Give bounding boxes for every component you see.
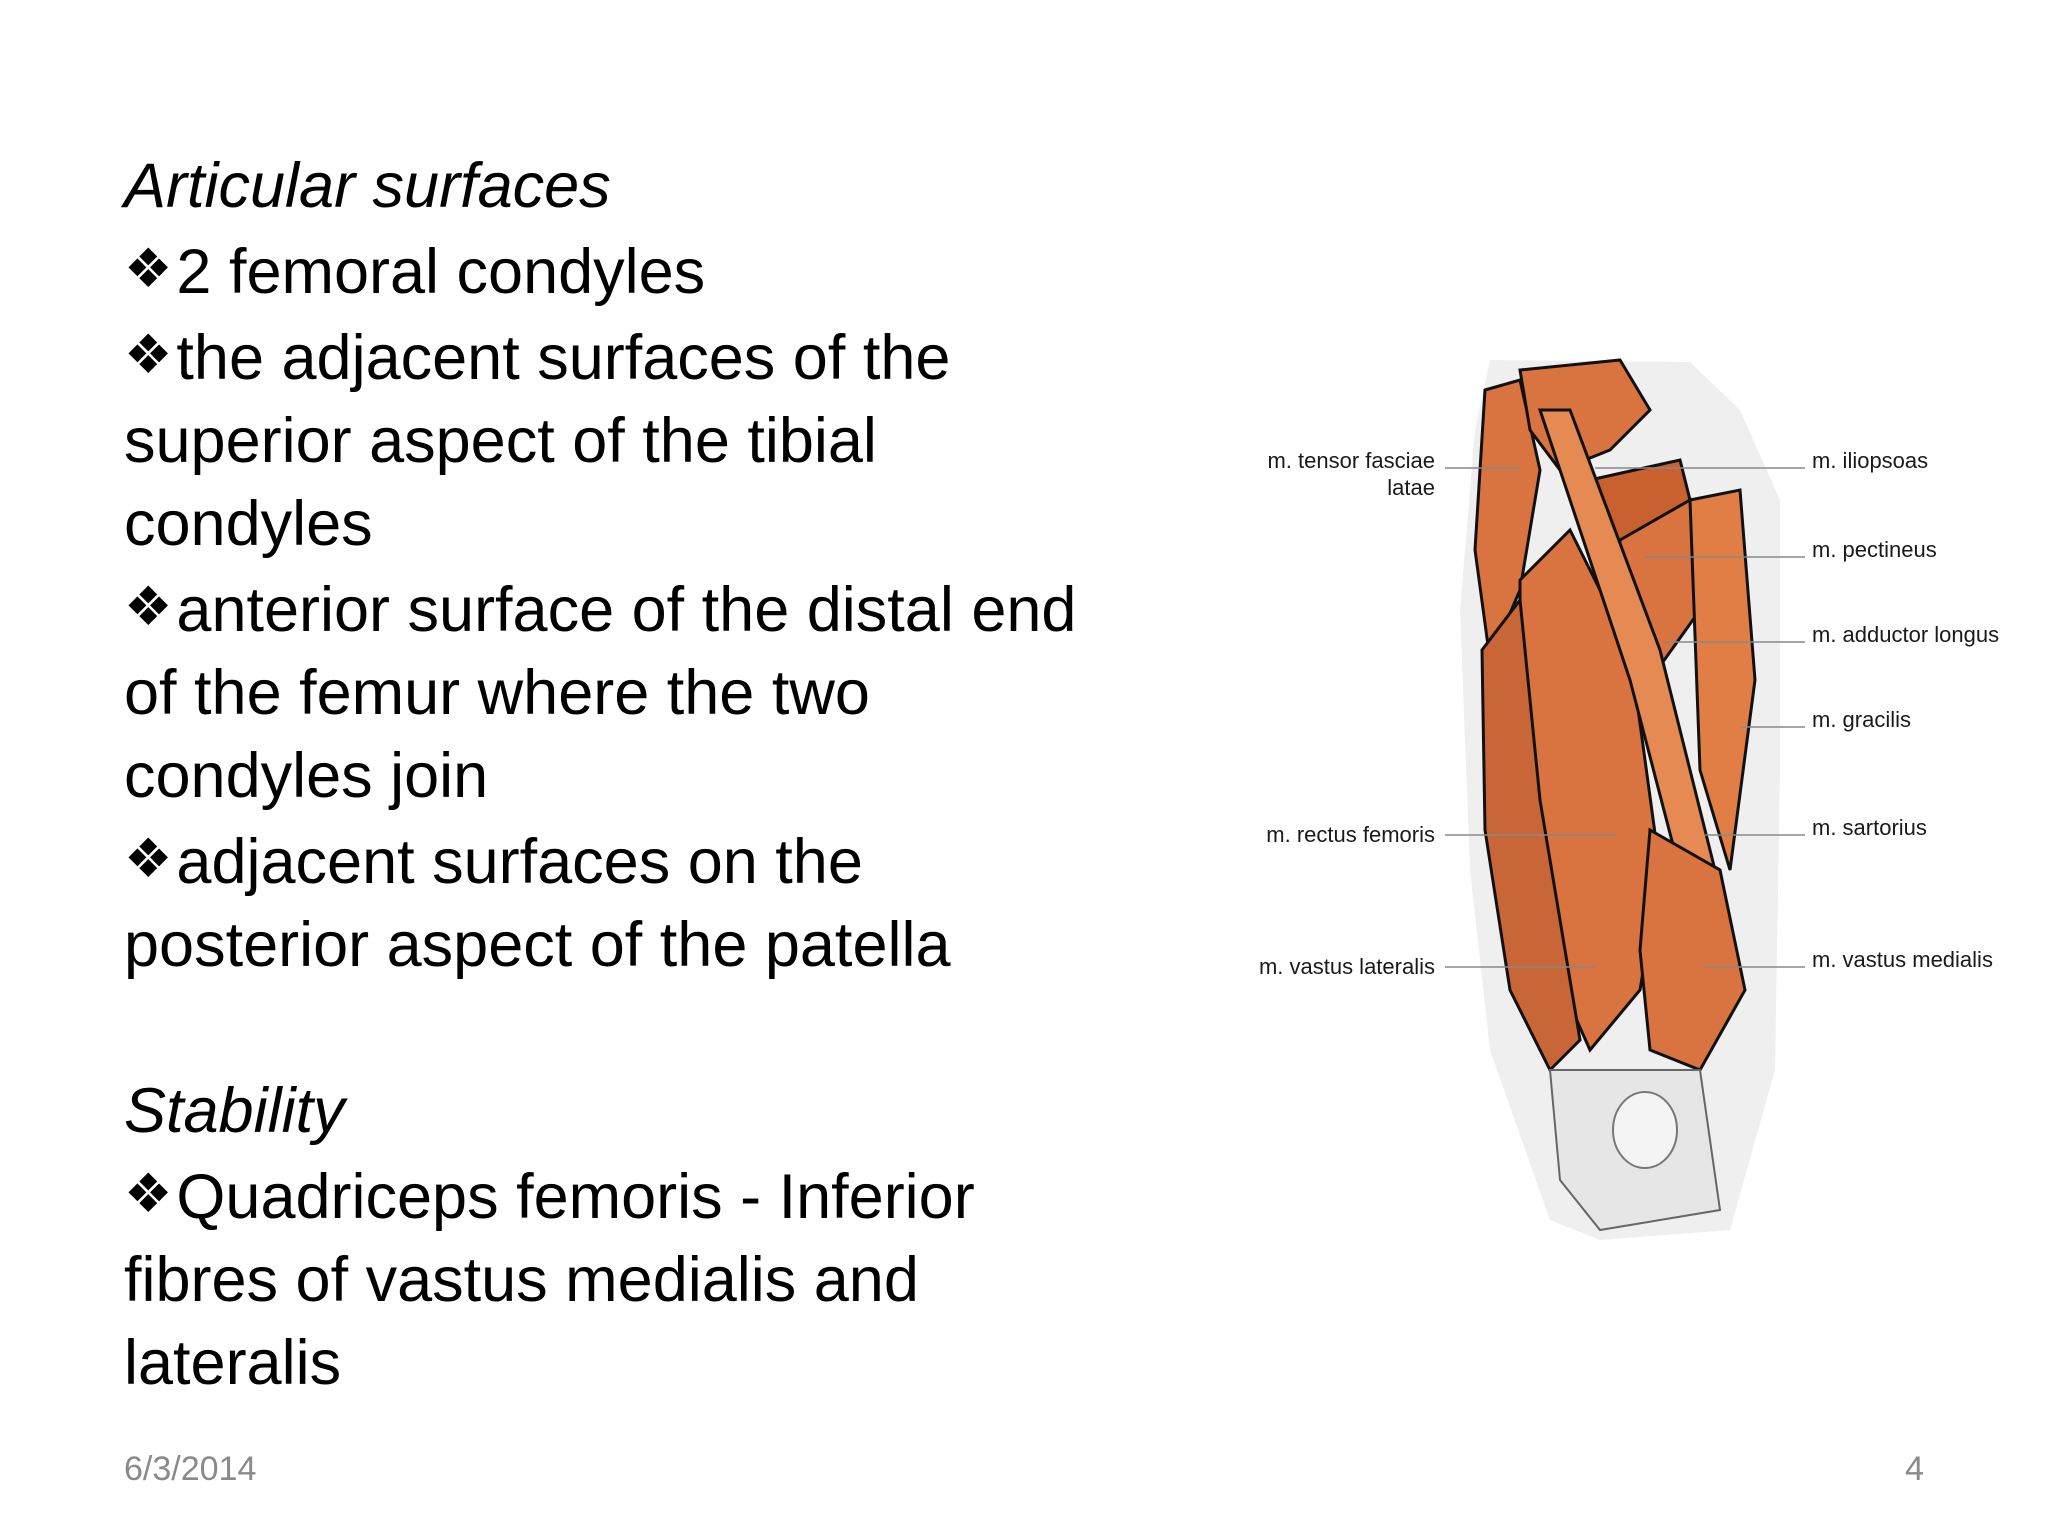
diamond-bullet-icon: ❖	[124, 325, 173, 385]
label-sartorius: m. sartorius	[1812, 815, 1927, 840]
label-adductor-longus: m. adductor longus	[1812, 622, 1999, 647]
section-heading-articular: Articular surfaces	[124, 151, 611, 221]
patella	[1612, 1091, 1678, 1169]
thigh-anatomy-svg: m. tensor fasciae latae m. rectus femori…	[1259, 358, 1999, 1240]
label-tensor-fasciae-latae-line1: m. tensor fasciae	[1267, 448, 1435, 473]
bullet-item: ❖2 femoral condyles	[124, 228, 1184, 314]
thigh-muscle-illustration: m. tensor fasciae latae m. rectus femori…	[1220, 350, 2048, 1250]
bullet-item: ❖adjacent surfaces on the posterior aspe…	[124, 818, 1184, 987]
label-vastus-lateralis: m. vastus lateralis	[1259, 954, 1435, 979]
diamond-bullet-icon: ❖	[124, 829, 173, 889]
label-tensor-fasciae-latae-line2: latae	[1387, 475, 1435, 500]
label-rectus-femoris: m. rectus femoris	[1266, 822, 1435, 847]
label-pectineus: m. pectineus	[1812, 537, 1937, 562]
label-vastus-medialis: m. vastus medialis	[1812, 947, 1993, 972]
spacer	[124, 987, 1184, 1070]
page-number: 4	[1905, 1450, 1924, 1488]
diamond-bullet-icon: ❖	[124, 1164, 173, 1224]
section-heading-stability: Stability	[124, 1076, 345, 1146]
muscle-gracilis	[1688, 488, 1757, 871]
diamond-bullet-icon: ❖	[124, 239, 173, 299]
label-iliopsoas: m. iliopsoas	[1812, 448, 1928, 473]
slide-body: Articular surfaces ❖2 femoral condyles ❖…	[124, 145, 1184, 1405]
label-gracilis: m. gracilis	[1812, 707, 1911, 732]
diamond-bullet-icon: ❖	[124, 577, 173, 637]
bullet-item: ❖the adjacent surfaces of the superior a…	[124, 314, 1184, 566]
bullet-item: ❖Quadriceps femoris - Inferior fibres of…	[124, 1153, 1184, 1405]
bullet-item: ❖anterior surface of the distal end of t…	[124, 566, 1184, 818]
footer-date: 6/3/2014	[124, 1450, 257, 1488]
